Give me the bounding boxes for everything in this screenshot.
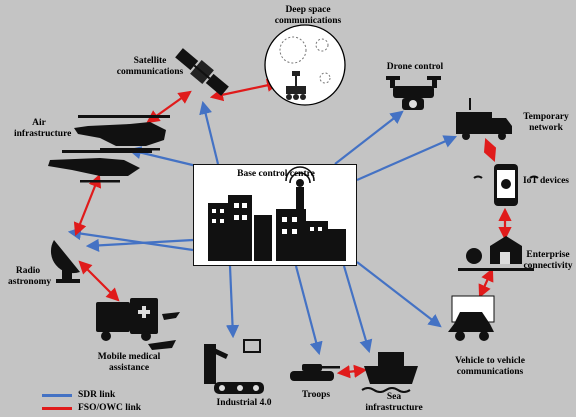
- ambulance-icon: [96, 298, 180, 350]
- temporary-network-label: Temporary network: [523, 112, 569, 133]
- legend-sdr-swatch: [42, 394, 72, 397]
- fso-link-radio-medical: [78, 260, 120, 302]
- industrial-label: Industrial 4.0: [216, 398, 272, 408]
- medical-label: Mobile medical assistance: [97, 352, 161, 373]
- troops-label: Troops: [301, 390, 331, 400]
- attack-helicopter-icon: [48, 150, 152, 183]
- helicopter-icon: [74, 115, 170, 151]
- enterprise-label: Enterprise connectivity: [523, 250, 573, 271]
- v2v-label: Vehicle to vehicle communications: [455, 356, 525, 377]
- sdr-link-drone: [334, 110, 404, 165]
- legend: SDR link FSO/OWC link: [42, 387, 152, 415]
- legend-sdr-label: SDR link: [78, 390, 116, 400]
- air-label: Air infrastructure: [14, 118, 72, 139]
- sdr-link-industrial: [225, 265, 240, 339]
- city-icon: [208, 166, 346, 261]
- sdr-link-temporary-network: [356, 135, 458, 182]
- fso-link-satellite-deepspace: [209, 78, 281, 102]
- drone-icon: [386, 76, 441, 110]
- fso-link-enterprise-v2v: [478, 268, 494, 298]
- legend-sdr: SDR link: [42, 389, 152, 401]
- fso-link-troops-sea: [336, 364, 368, 379]
- satellite-icon: [175, 48, 229, 96]
- moon-rover-icon: [264, 24, 346, 106]
- legend-fso-label: FSO/OWC link: [78, 403, 142, 413]
- sea-label: Sea infrastructure: [365, 392, 423, 413]
- deep-space-label: Deep space communications: [274, 5, 342, 26]
- base-control-centre-box: Base control centre: [193, 164, 357, 266]
- radio-dish-icon: [50, 240, 80, 283]
- legend-fso-swatch: [42, 407, 72, 410]
- ship-icon: [361, 352, 418, 393]
- sdr-link-satellite: [199, 100, 220, 165]
- truck-icon: [456, 98, 512, 140]
- radio-label: Radio astronomy: [8, 266, 52, 287]
- fso-link-air-radio: [73, 173, 102, 237]
- fso-links: [73, 78, 512, 379]
- sdr-links: [67, 100, 458, 356]
- iot-phone-icon: [473, 164, 539, 206]
- sdr-link-v2v: [356, 261, 442, 328]
- sdr-link-troops: [294, 265, 323, 356]
- fso-link-truck-iot: [483, 137, 497, 163]
- house-icon: [458, 236, 534, 271]
- robot-arm-icon: [204, 339, 264, 394]
- satellite-label: Satellite communications: [116, 56, 184, 77]
- sdr-link-sea: [342, 265, 373, 354]
- tank-icon: [290, 364, 340, 381]
- legend-fso: FSO/OWC link: [42, 402, 152, 414]
- car-icon: [448, 295, 495, 341]
- iot-label: IoT devices: [522, 176, 569, 186]
- drone-label: Drone control: [386, 62, 444, 72]
- base-control-centre-label: Base control centre: [237, 169, 315, 179]
